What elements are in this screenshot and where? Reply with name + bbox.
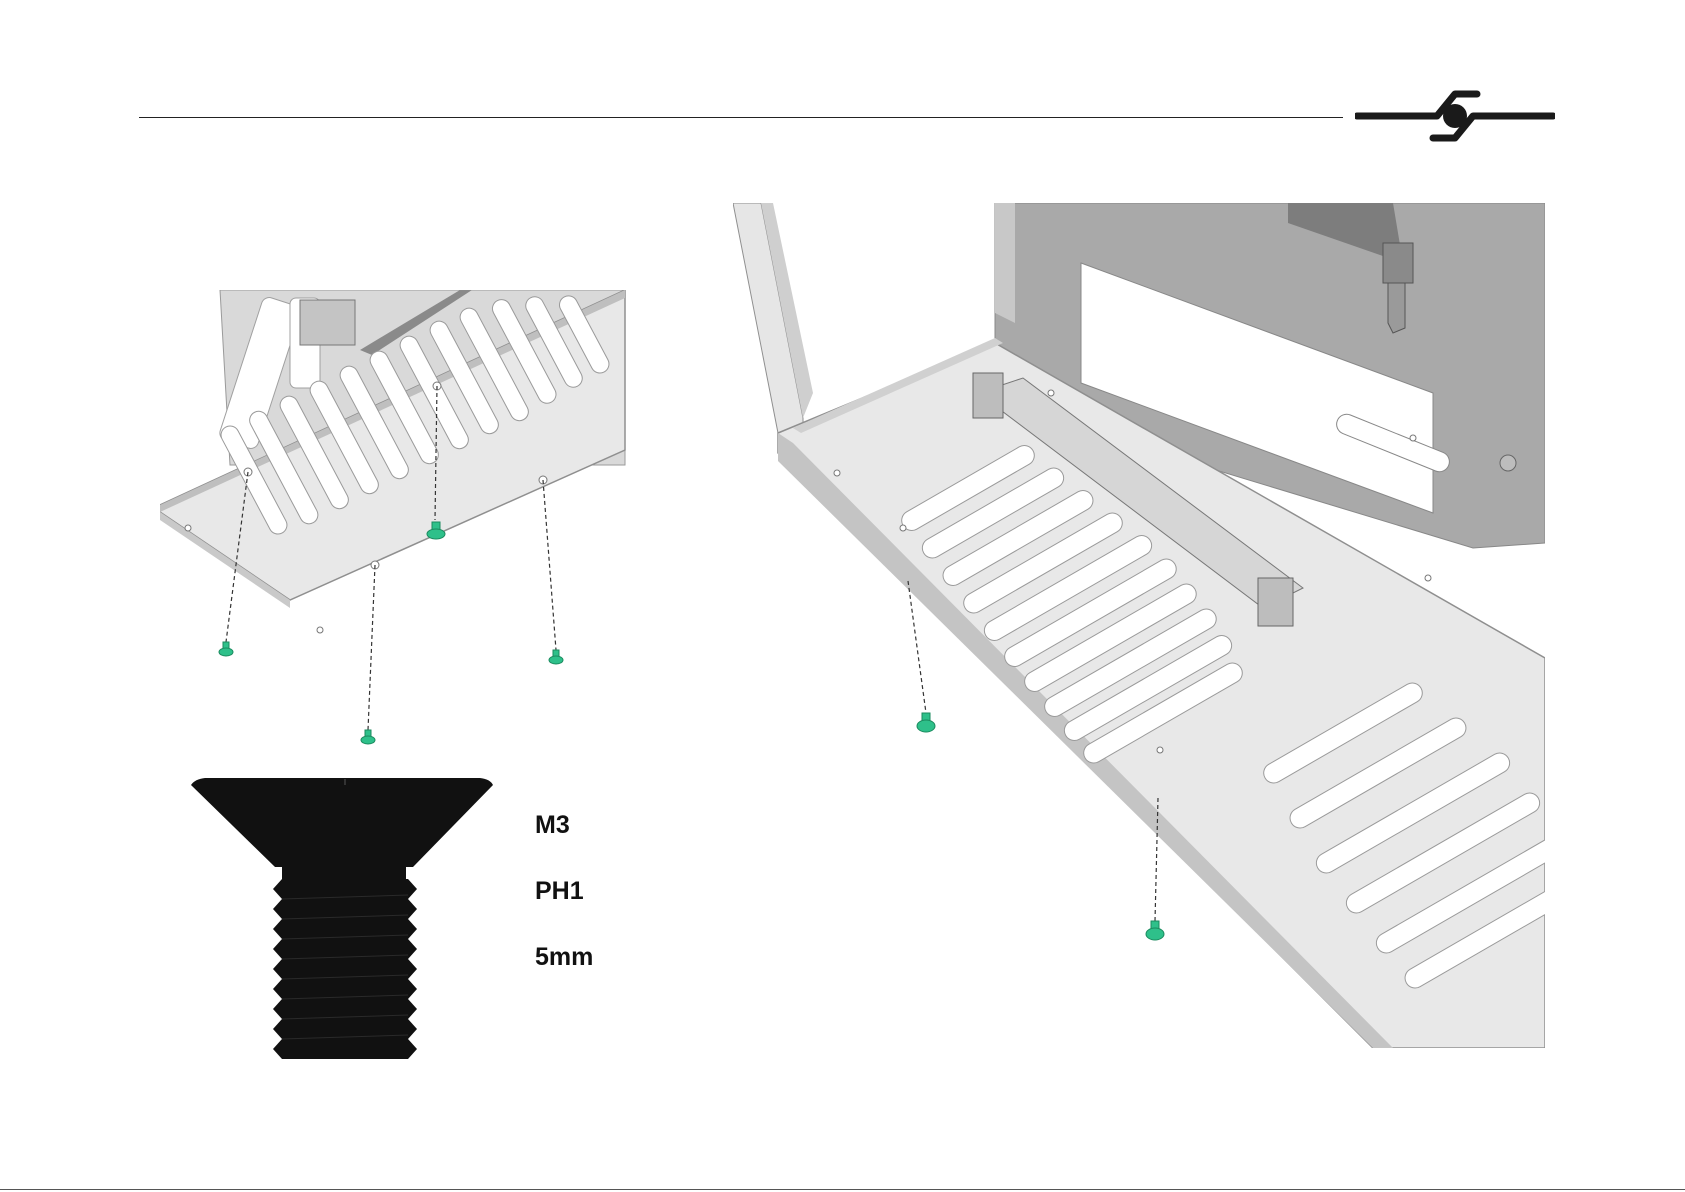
spec-thread: M3 [535,810,675,876]
countersunk-screw-icon [185,775,505,1065]
brand-logo-icon [1355,88,1555,146]
spec-drive: PH1 [535,876,675,942]
right-tray-assembly [733,203,1545,1048]
spec-length: 5mm [535,942,675,1008]
connector-block [300,300,355,345]
left-tray-assembly [160,290,640,760]
screw-spec-list: M3 PH1 5mm [535,810,675,1008]
header-rule [139,117,1343,118]
footer-rule [0,1189,1685,1190]
